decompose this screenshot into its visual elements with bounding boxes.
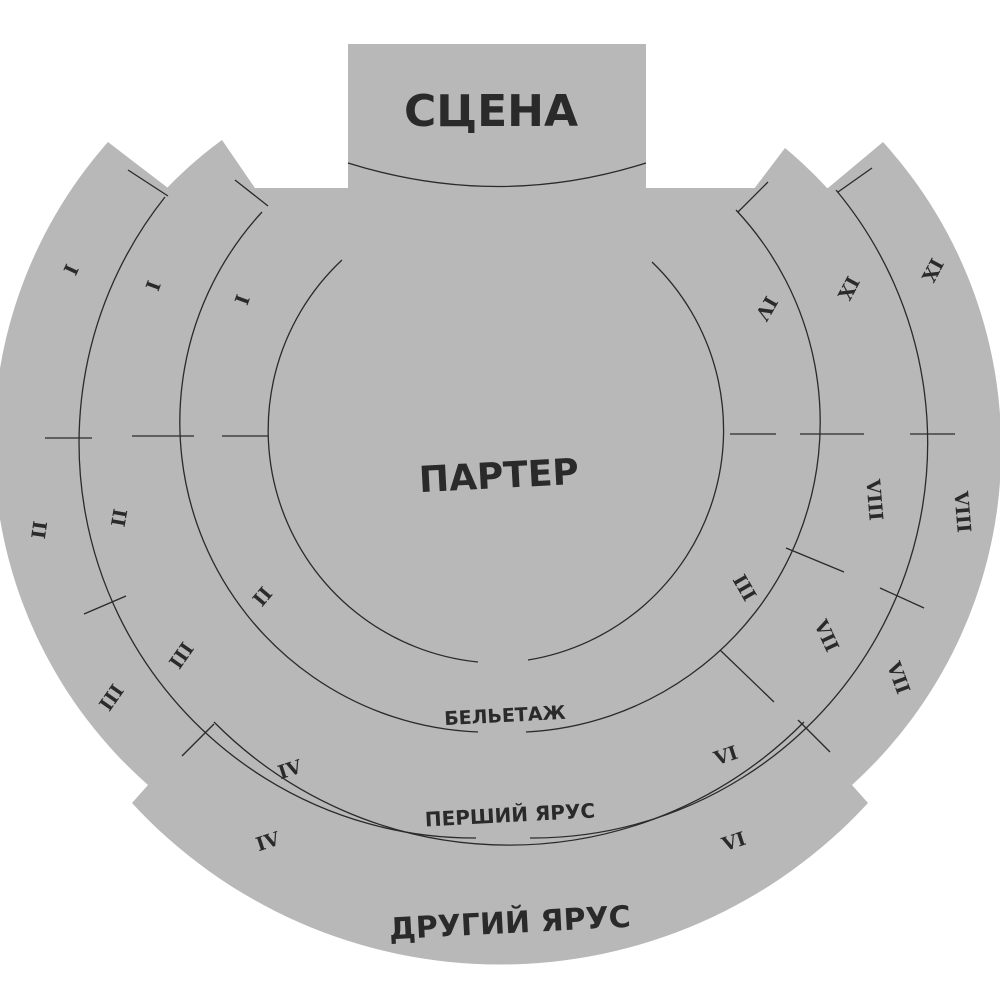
tier2-box-8-right[interactable]: VIII	[949, 489, 975, 533]
stage-zone[interactable]	[348, 44, 646, 262]
stage-label: СЦЕНА	[404, 86, 578, 137]
parter-zone[interactable]	[267, 205, 727, 665]
tier2-box-2-left[interactable]: II	[28, 520, 52, 541]
box-separators	[45, 167, 955, 757]
tier1-box-8-right[interactable]: VIII	[861, 477, 887, 521]
tier-dividers	[78, 162, 929, 846]
tier1-box-2-left[interactable]: II	[108, 507, 133, 528]
parter-label: ПАРТЕР	[418, 452, 580, 501]
